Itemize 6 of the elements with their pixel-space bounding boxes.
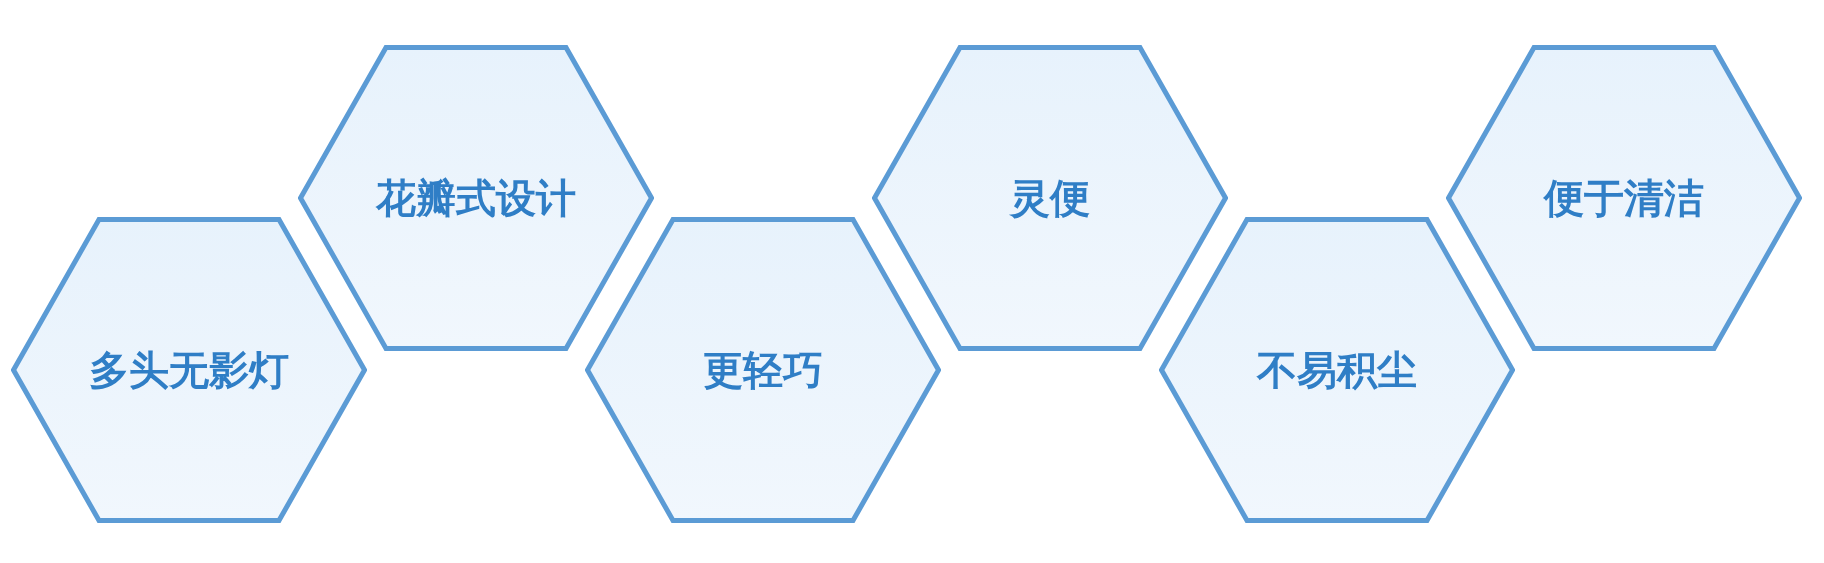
- hexagon-box: 便于清洁: [1445, 45, 1802, 351]
- hexagon-box: 灵便: [871, 45, 1228, 351]
- hexagon-box: 花瓣式设计: [297, 45, 654, 351]
- hexagon-box: 多头无影灯: [10, 217, 367, 523]
- hexagon-box: 不易积尘: [1158, 217, 1515, 523]
- hexagon-box: 更轻巧: [584, 217, 941, 523]
